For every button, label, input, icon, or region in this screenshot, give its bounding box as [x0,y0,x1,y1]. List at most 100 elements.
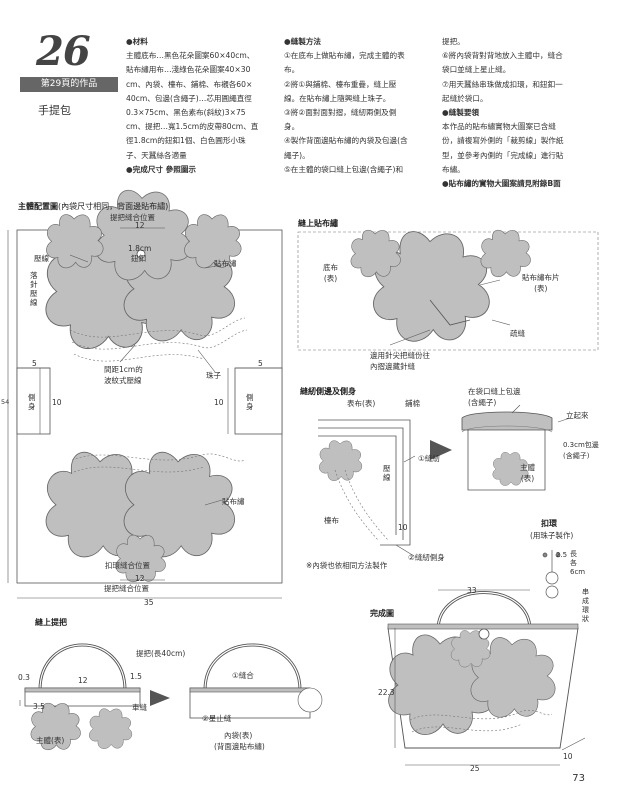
dimension-label: 54 [1,398,10,406]
materials-line: 40cm、包邊(含繩子)…芯用圓繩直徑 [126,93,252,103]
applique-label: 貼布繡 [214,259,237,268]
machine-stitch-label: 車縫 [132,703,147,712]
step-line: ④製作背面邊貼布繡的內袋及包邊(含 [284,136,408,146]
bead-loop-subtitle: (用珠子製作) [530,531,574,540]
star-stitch-label: ②星止縫 [202,714,232,723]
dimension-label: 12 [135,221,145,230]
materials-line: 徑1.8cm的鈕釦1個、白色圓形小珠 [126,136,246,146]
gusset-label: 側身 [246,393,254,411]
batting-label: 鋪棉 [405,399,420,408]
steps-section: ●縫製方法 ①在底布上做貼布繡，完成主體的表 布。 ②將①與鋪棉、檯布重疊，縫上… [284,35,444,177]
tips-line: 布繡。 [442,164,465,174]
step-line: 起縫於袋口。 [442,93,488,103]
dimension-label: 2.5 [556,551,568,559]
step-line: 提把。 [442,37,465,46]
step-line: 線。在貼布繡上隨興縫上珠子。 [284,93,391,103]
materials-line: cm、提把…寬1.5cm的皮帶80cm、直 [126,122,259,132]
sew-sides-label: ①縫紉 [418,454,440,463]
project-number: 26 [36,28,91,75]
strand-length-label: 長各6cm [570,550,586,576]
steps-heading: ●縫製方法 [284,37,322,46]
dimension-label: 22.3 [378,688,395,697]
step-line: ②將①與鋪棉、檯布重疊，縫上壓 [284,79,397,89]
main-body-label: 主體(表) [36,736,65,745]
button-label: 鈕釦 [131,254,146,263]
tips-line: 份，請複寫外側的「裁剪線」製作紙 [442,136,564,146]
loop-note-label: 串成環狀 [582,588,589,623]
basting-label: 疏縫 [510,329,525,338]
tips-line: 本作品的貼布繡實物大圖案已含縫 [442,122,556,132]
stand-up-label: 立起來 [566,411,589,420]
binding-width-label: 0.3cm包邊 (含繩子) [563,441,599,460]
step-line: 身。 [284,122,300,132]
main-layout-diagram [7,189,283,599]
handle-position-top-label: 提把縫合位置 [110,213,155,222]
backing-label: 檯布 [324,516,339,525]
step-line: ⑤在主體的袋口縫上包邊(含繩子)和 [284,164,404,174]
finished-size: ●完成尺寸 參照圖示 [126,164,197,174]
loop-position-label: 扣環縫合位置 [105,561,150,570]
applique-diagram [297,229,599,351]
main-layout-title: 主體配置圖(內袋尺寸相同，背面邊貼布繡) [18,201,168,212]
dimension-label: 12 [78,676,88,685]
project-title: 手提包 [38,104,71,117]
step-line: 布。 [284,65,300,75]
binding-instruction-label: 在袋口縫上包邊 (含繩子) [468,387,521,407]
main-layout-title-text: 主體配置圖 [18,202,58,211]
outer-fabric-label: 表布(表) [347,399,376,408]
dimension-label: 35 [144,598,154,607]
step-line: ①在底布上做貼布繡，完成主體的表 [284,51,405,61]
materials-heading: ●材料 [126,37,148,46]
finished-bag-diagram [387,589,586,766]
bead-loop-title: 扣環 [541,519,557,528]
quilting-label: 壓線 [383,464,391,482]
steps-continued-section: 提把。 ⑥將內袋背對背地放入主體中，縫合 袋口並縫上星止縫。 ⑦用天蠶絲串珠做成… [442,35,602,191]
main-layout-subtitle: (內袋尺寸相同，背面邊貼布繡) [58,202,169,211]
tips-heading: ●縫製要領 [442,108,480,118]
sew-gusset-label: ②縫紉側身 [408,553,445,562]
wave-quilting-label: 間距1cm的 波紋式壓線 [104,365,143,385]
bead-loop-diagram [542,550,561,599]
materials-line: 貼布繡用布…淺綠色花朵圖案40×30 [126,65,251,75]
base-fabric-label: 底布 (表) [323,263,338,283]
materials-line: 主體底布…黑色花朵圖案60×40cm、 [126,51,255,61]
side-sewing-title: 縫紉側邊及側身 [300,387,356,396]
gusset-label: 側身 [28,393,36,411]
materials-line: 0.3×75cm、黑色素布(斜紋)3×75 [126,108,246,118]
pattern-reference: ●貼布繡的實物大圖案請見附錄B面 [442,179,561,189]
handle-title: 縫上提把 [35,618,67,627]
dimension-label: 10 [52,398,62,407]
step-line: 袋口並縫上星止縫。 [442,65,511,75]
lining-label: 內袋(表) [224,731,253,740]
dimension-label: 10 [214,398,224,407]
step-line: ③將②面對面對摺，縫紉兩側及側 [284,108,397,118]
materials-section: ●材料 主體底布…黑色花朵圖案60×40cm、 貼布繡用布…淺綠色花朵圖案40×… [126,35,286,177]
handle-position-bottom-label: 提把縫合位置 [104,584,149,593]
dimension-label: 0.3 [18,673,30,682]
dimension-label: 1.5 [130,672,142,681]
applique-piece-label: 貼布繡布片 (表) [522,273,560,293]
finished-title: 完成圖 [370,609,394,618]
button-size-label: 1.8cm [128,244,152,253]
side-sewing-diagram [318,419,452,557]
dimension-label: 3.5 [33,702,45,711]
dimension-label: 5 [258,359,263,368]
step-line: 繩子)。 [284,150,310,160]
handle-length-label: 提把(長40cm) [136,649,186,658]
quilting-label: 壓線 [34,254,49,263]
lining-note: ※內袋也依相同方法製作 [306,561,388,570]
lining-sublabel: (背面邊貼布繡) [214,742,265,751]
step-line: ⑦用天蠶絲串珠做成扣環，和鈕釦一 [442,79,563,89]
applique-label: 貼布繡 [222,497,245,506]
applique-title: 縫上貼布繡 [298,219,338,228]
work-reference-band: 第29頁的作品 [20,77,118,92]
blind-stitch-note: 邊用針尖把縫份往 內摺邊藏針縫 [370,351,430,371]
page-number: 73 [572,773,585,784]
step-line: ⑥將內袋背對背地放入主體中，縫合 [442,51,563,61]
handle-diagram [19,643,323,751]
binding-diagram [461,404,571,491]
tips-line: 型，並參考內側的「完成線」進行貼 [442,150,564,160]
bead-label: 珠子 [206,371,221,380]
dimension-label: 5 [32,359,37,368]
